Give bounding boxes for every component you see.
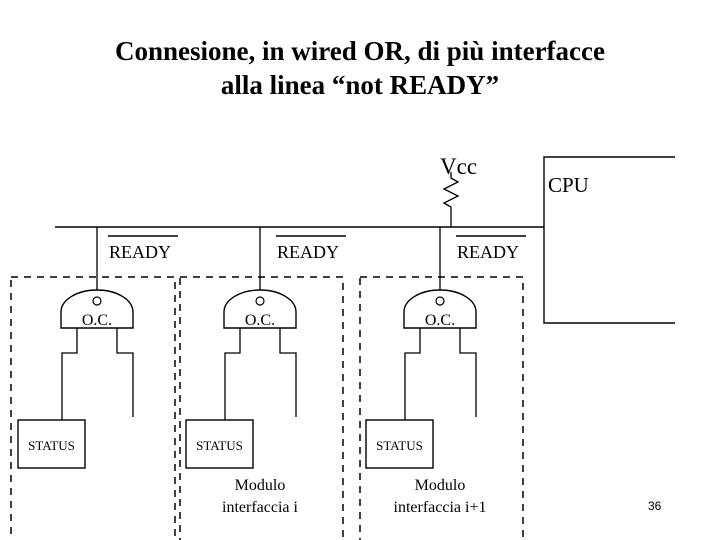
status-block-3-box [365, 419, 434, 469]
oc-gate-2: O.C. [223, 289, 297, 329]
oc-gate-3-body [403, 289, 477, 329]
module-2-caption-line-2: interfaccia i [222, 499, 299, 516]
status-block-2-box [185, 419, 254, 469]
interface-module-2: O.C. STATUS Modulo interfaccia i [179, 276, 344, 540]
oc-gate-1-body [60, 289, 134, 329]
oc-gate-2-input-wire-left [224, 328, 241, 420]
oc-gate-1-input-wire-left [61, 328, 78, 420]
status-block-1-box [17, 419, 86, 469]
oc-gate-1: O.C. [60, 289, 134, 329]
cpu-box-outline [543, 156, 675, 324]
ready-text-2: READY [277, 242, 339, 262]
oc-gate-2-label: O.C. [245, 312, 275, 329]
status-block-1-label: STATUS [28, 438, 75, 453]
oc-gate-3-inversion-bubble-icon [435, 296, 445, 306]
cpu-label: CPU [548, 173, 589, 197]
oc-gate-2-inversion-bubble-icon [255, 296, 265, 306]
status-block-1: STATUS [17, 419, 86, 469]
pullup-resistor-icon [442, 172, 460, 227]
ready-label-2: READY [276, 235, 346, 262]
ready-label-3: READY [456, 235, 526, 262]
page-number: 36 [648, 499, 662, 513]
module-3-caption-line-1: Modulo [415, 477, 466, 494]
title-line-2: alla linea “not READY” [220, 70, 500, 100]
title-line-1: Connesione, in wired OR, di più interfac… [114, 36, 605, 66]
module-2-boundary [179, 276, 344, 540]
oc-gate-1-inversion-bubble-icon [92, 296, 102, 306]
oc-gate-2-body [223, 289, 297, 329]
page-title: Connesione, in wired OR, di più interfac… [0, 34, 720, 102]
status-block-3: STATUS [365, 419, 434, 469]
status-block-3-label: STATUS [376, 438, 423, 453]
oc-gate-1-label: O.C. [82, 312, 112, 329]
module-3-boundary [359, 276, 524, 540]
oc-gate-2-input-wire-right [279, 328, 297, 417]
ready-text-1: READY [109, 242, 171, 262]
oc-gate-1-input-wire-right [116, 328, 134, 417]
oc-gate-3: O.C. [403, 289, 477, 329]
oc-gate-3-input-wire-left [404, 328, 421, 420]
interface-module-1: O.C. STATUS [10, 276, 176, 540]
cpu-block: CPU [543, 156, 675, 324]
module-2-caption-line-1: Modulo [235, 477, 286, 494]
oc-gate-3-input-wire-right [459, 328, 477, 417]
status-block-2: STATUS [185, 419, 254, 469]
vcc-label: Vcc [440, 154, 477, 179]
ready-label-1: READY [108, 235, 178, 262]
interface-module-3: O.C. STATUS Modulo interfaccia i+1 [359, 276, 524, 540]
ready-text-3: READY [457, 242, 519, 262]
module-3-caption-line-2: interfaccia i+1 [394, 499, 487, 516]
module-1-boundary [10, 276, 176, 540]
oc-gate-3-label: O.C. [425, 312, 455, 329]
status-block-2-label: STATUS [196, 438, 243, 453]
